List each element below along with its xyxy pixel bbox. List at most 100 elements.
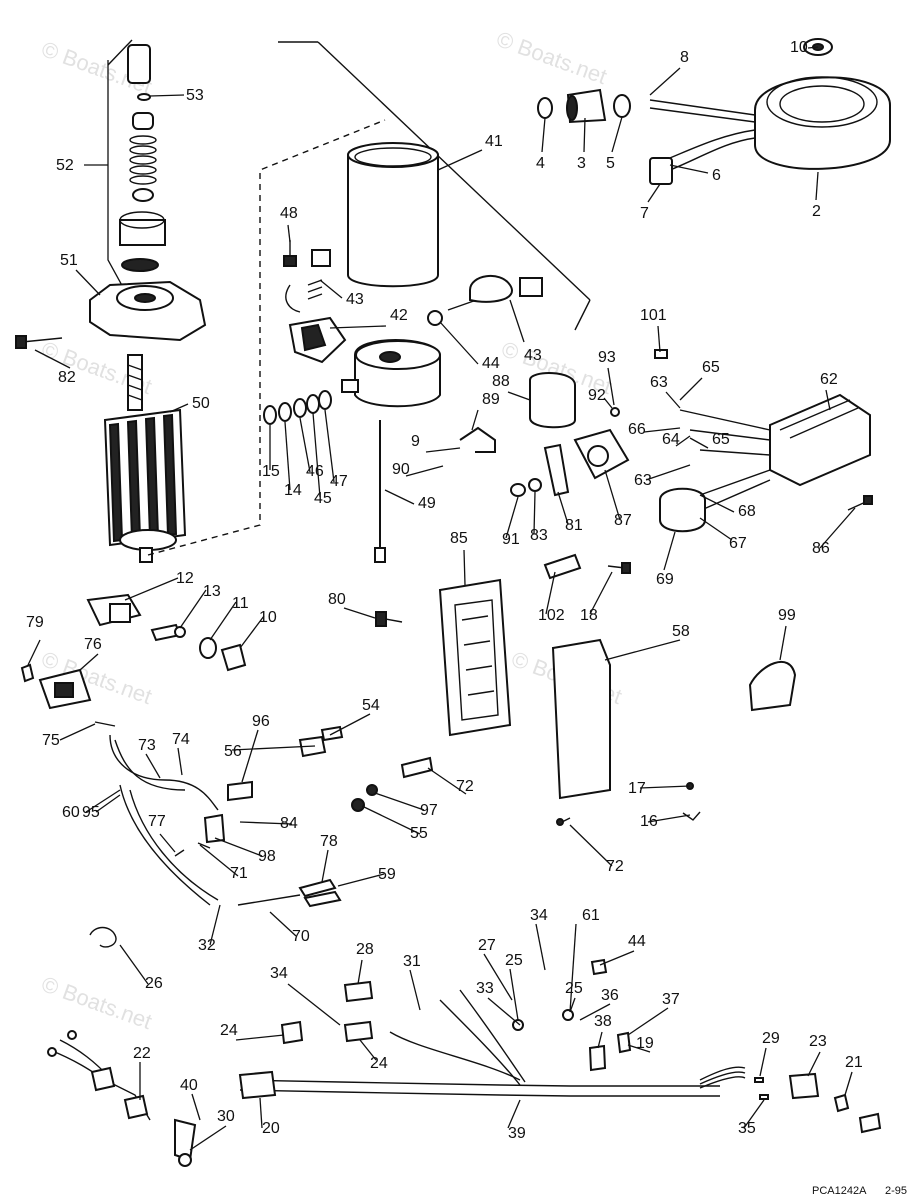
callout-leader-line xyxy=(425,447,461,453)
callout-leader-line xyxy=(34,349,71,369)
callout-leader-line xyxy=(437,149,483,171)
callout-number: 63 xyxy=(634,472,652,489)
callout-leader-line xyxy=(507,1099,521,1129)
callout-leader-line xyxy=(199,844,239,877)
callout-leader-line xyxy=(825,389,831,411)
callout-number: 42 xyxy=(390,307,408,324)
callout-leader-line xyxy=(643,427,681,433)
callout-number: 34 xyxy=(530,907,548,924)
callout-number: 66 xyxy=(628,421,646,438)
callout-number: 85 xyxy=(450,530,468,547)
stator-assembly xyxy=(537,38,891,185)
callout-number: 3 xyxy=(577,155,586,172)
callout-number: 65 xyxy=(712,431,730,448)
callout-number: 30 xyxy=(217,1108,235,1125)
callout-leader-line xyxy=(85,789,121,813)
callout-number: 63 xyxy=(650,374,668,391)
callout-number: 61 xyxy=(582,907,600,924)
callout-number: 31 xyxy=(403,953,421,970)
rectifier-assembly xyxy=(459,349,873,533)
callout-leader-line xyxy=(241,729,259,783)
callout-number: 33 xyxy=(476,980,494,997)
callout-leader-line xyxy=(269,911,297,937)
callout-number: 58 xyxy=(672,623,690,640)
callout-leader-line xyxy=(627,1044,651,1053)
callout-leader-line xyxy=(79,653,99,671)
callout-leader-line xyxy=(844,1071,853,1096)
callout-leader-line xyxy=(312,412,321,498)
callout-number: 98 xyxy=(258,848,276,865)
callout-leader-line xyxy=(541,117,546,153)
callout-number: 29 xyxy=(762,1030,780,1047)
callout-number: 70 xyxy=(292,928,310,945)
callout-leader-line xyxy=(149,94,185,97)
callout-leader-line xyxy=(569,824,613,867)
callout-leader-line xyxy=(329,325,387,329)
callout-number: 102 xyxy=(538,607,565,624)
callout-leader-line xyxy=(191,1093,201,1121)
callout-leader-line xyxy=(807,1051,821,1077)
callout-number: 76 xyxy=(84,636,102,653)
callout-leader-line xyxy=(95,794,121,813)
callout-leader-line xyxy=(463,549,466,586)
callout-leader-line xyxy=(679,377,703,401)
watermark: © Boats.net xyxy=(493,26,610,89)
callout-number: 11 xyxy=(232,595,249,612)
callout-number: 55 xyxy=(410,825,428,842)
callout-leader-line xyxy=(471,409,479,431)
callout-number: 21 xyxy=(845,1054,863,1071)
callout-leader-line xyxy=(647,814,691,823)
callout-leader-line xyxy=(169,403,189,413)
callout-leader-line xyxy=(357,959,363,985)
callout-leader-line xyxy=(649,67,681,96)
callout-number: 48 xyxy=(280,205,298,222)
callout-number: 80 xyxy=(328,591,346,608)
starter-motor-assembly xyxy=(15,39,207,563)
callout-number: 56 xyxy=(224,743,242,760)
callout-number: 37 xyxy=(662,991,680,1008)
callout-number: 10 xyxy=(790,39,808,56)
figure-date: 2-95 xyxy=(885,1185,907,1197)
callout-leader-line xyxy=(589,571,613,615)
callout-leader-line xyxy=(557,491,569,525)
callout-leader-line xyxy=(259,1097,263,1129)
callout-number: 62 xyxy=(820,371,838,388)
callout-number: 53 xyxy=(186,87,204,104)
callout-leader-line xyxy=(507,391,531,401)
callout-number: 75 xyxy=(42,732,60,749)
callout-leader-line xyxy=(645,464,691,481)
callout-leader-line xyxy=(343,607,376,619)
callout-number: 87 xyxy=(614,512,632,529)
callout-number: 40 xyxy=(180,1077,198,1094)
callout-leader-line xyxy=(284,421,291,491)
callout-leader-line xyxy=(177,747,183,776)
callout-leader-line xyxy=(699,494,735,513)
callout-number: 81 xyxy=(565,517,583,534)
callout-leader-line xyxy=(509,968,519,1021)
callout-number: 13 xyxy=(203,583,221,600)
callout-leader-line xyxy=(647,183,661,203)
callout-leader-line xyxy=(409,969,421,1011)
callout-number: 9 xyxy=(411,433,420,450)
callout-number: 5 xyxy=(606,155,615,172)
callout-leader-line xyxy=(487,997,521,1026)
callout-leader-line xyxy=(604,639,681,661)
callout-number: 20 xyxy=(262,1120,280,1137)
callout-number: 7 xyxy=(640,205,649,222)
callout-leader-line xyxy=(669,164,709,174)
callout-number: 72 xyxy=(606,858,624,875)
callout-leader-line xyxy=(27,639,41,666)
callout-leader-line xyxy=(361,805,421,835)
callout-leader-line xyxy=(604,469,621,521)
figure-code: PCA1242A xyxy=(812,1185,867,1197)
callout-number: 28 xyxy=(356,941,374,958)
callout-number: 59 xyxy=(378,866,396,883)
callout-number: 27 xyxy=(478,937,496,954)
callout-number: 73 xyxy=(138,737,156,754)
callout-leader-line xyxy=(579,1003,611,1021)
callout-leader-line xyxy=(819,507,856,549)
callout-leader-line xyxy=(569,923,577,1013)
callout-leader-line xyxy=(569,997,576,1013)
callout-number: 18 xyxy=(580,607,598,624)
